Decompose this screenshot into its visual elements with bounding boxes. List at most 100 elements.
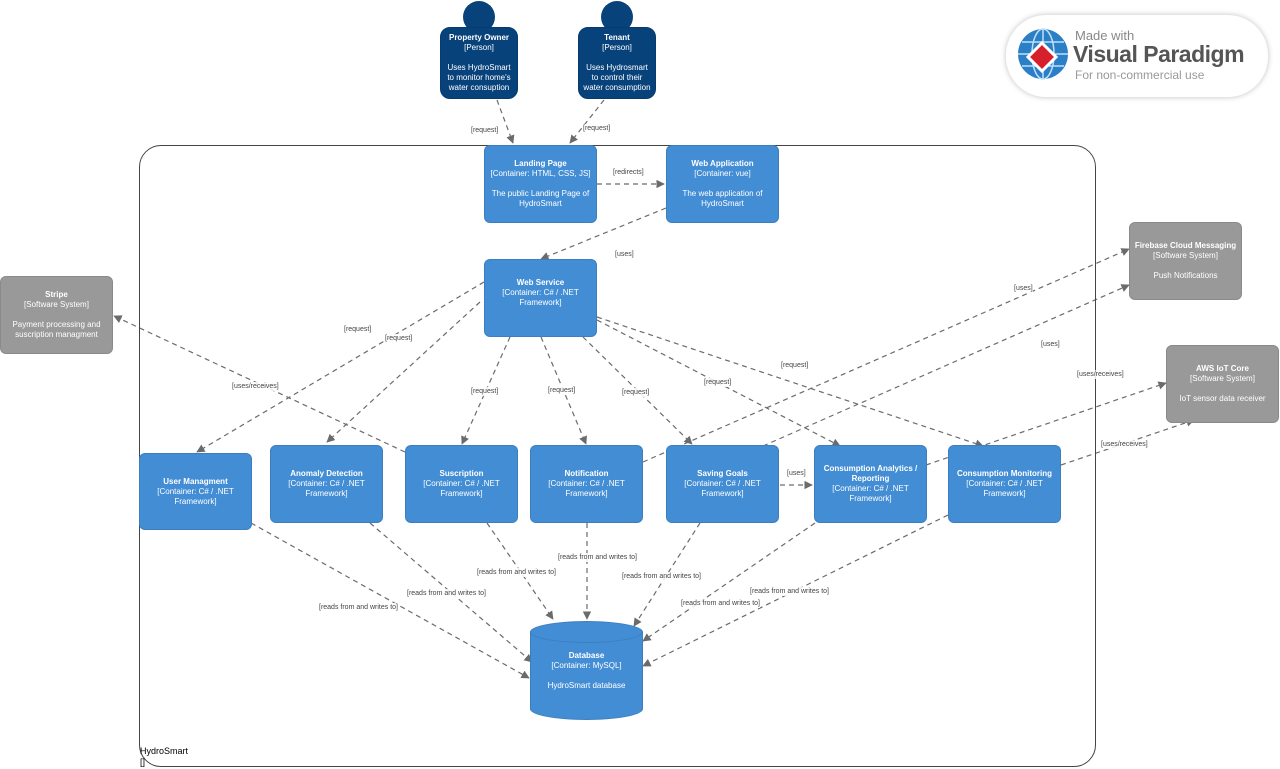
edge-webapp-ws xyxy=(540,207,667,261)
notification-container[interactable]: Notification [Container: C# / .NET Frame… xyxy=(530,445,643,523)
edge-label-monitoring-db: [reads from and writes to] xyxy=(750,587,829,596)
landing-description: The public Landing Page of HydroSmart xyxy=(491,189,590,208)
user-management-container[interactable]: User Managment [Container: C# / .NET Fra… xyxy=(139,453,252,530)
edge-label-ws-user: [request] xyxy=(344,325,372,334)
tenant-person[interactable]: Tenant [Person] Uses Hydrosmart to contr… xyxy=(578,27,656,99)
edge-label-ws-saving: [request] xyxy=(622,388,650,397)
anomaly-stereotype: [Container: C# / .NET Framework] xyxy=(288,479,365,498)
edge-ws-anomaly xyxy=(326,301,481,443)
database-stereotype: [Container: MySQL] xyxy=(551,660,622,670)
analytics-title: Consumption Analytics / Reporting xyxy=(823,464,918,483)
firebase-system[interactable]: Firebase Cloud Messaging [Software Syste… xyxy=(1129,222,1242,300)
database-top xyxy=(530,621,643,643)
notification-title: Notification xyxy=(564,469,609,478)
webapp-title: Web Application xyxy=(691,159,754,168)
web-application-container[interactable]: Web Application [Container: vue] The web… xyxy=(666,145,779,223)
edge-label-analytics-db: [reads from and writes to] xyxy=(681,599,760,608)
edge-monitoring-aws xyxy=(1060,418,1195,466)
subscription-title: Suscription xyxy=(439,469,484,478)
stripe-title: Stripe xyxy=(45,290,68,299)
edge-label-owner-landing: [request] xyxy=(471,126,499,135)
anomaly-detection-container[interactable]: Anomaly Detection [Container: C# / .NET … xyxy=(270,445,383,523)
boundary-title: HydroSmart xyxy=(140,746,189,756)
owner-description: Uses HydroSmart to monitor home's water … xyxy=(447,63,511,92)
user-stereotype: [Container: C# / .NET Framework] xyxy=(157,486,234,506)
edge-label-saving-analytics: [uses] xyxy=(787,469,806,478)
edge-ws-monitoring xyxy=(596,316,984,448)
edge-user-db xyxy=(250,522,530,679)
saving-goals-container[interactable]: Saving Goals [Container: C# / .NET Frame… xyxy=(666,445,779,523)
web-service-container[interactable]: Web Service [Container: C# / .NET Framew… xyxy=(484,259,597,337)
aws-description: IoT sensor data receiver xyxy=(1179,394,1266,403)
edge-analytics-db xyxy=(642,522,816,642)
visual-paradigm-logo-icon xyxy=(1018,28,1068,80)
tenant-stereotype: [Person] xyxy=(602,43,632,52)
edge-label-ws-analytics: [request] xyxy=(704,378,732,387)
tenant-description: Uses Hydrosmart to control their water c… xyxy=(583,63,651,92)
edge-label-ws-subscription: [request] xyxy=(471,387,499,396)
edge-analytics-aws xyxy=(925,381,1167,466)
notification-stereotype: [Container: C# / .NET Framework] xyxy=(548,479,625,498)
watermark-brand: Visual Paradigm xyxy=(1073,41,1245,67)
edge-label-notif-db: [reads from and writes to] xyxy=(558,553,637,562)
webapp-stereotype: [Container: vue] xyxy=(694,169,751,178)
monitoring-stereotype: [Container: C# / .NET Framework] xyxy=(966,479,1043,498)
subscription-container[interactable]: Suscription [Container: C# / .NET Framew… xyxy=(405,445,518,523)
saving-title: Saving Goals xyxy=(697,469,748,478)
stripe-system[interactable]: Stripe [Software System] Payment process… xyxy=(0,276,113,354)
boundary-label: HydroSmart [] xyxy=(140,746,188,768)
edge-label-sub-stripe: [uses/receives] xyxy=(232,382,279,391)
landing-title: Landing Page xyxy=(514,159,567,168)
boundary-marker: [] xyxy=(140,757,146,767)
subscription-stereotype: [Container: C# / .NET Framework] xyxy=(423,479,500,498)
saving-stereotype: [Container: C# / .NET Framework] xyxy=(684,479,761,498)
edge-saving-db xyxy=(633,522,701,627)
aws-stereotype: [Software System] xyxy=(1190,374,1255,383)
edge-label-ws-anomaly: [request] xyxy=(385,334,413,343)
consumption-analytics-container[interactable]: Consumption Analytics / Reporting [Conta… xyxy=(814,445,927,523)
aws-title: AWS IoT Core xyxy=(1196,364,1249,373)
edge-ws-user xyxy=(196,281,485,453)
stripe-description: Payment processing and suscription manag… xyxy=(12,320,101,339)
edge-label-monitoring-aws: [uses/receives] xyxy=(1101,440,1148,449)
webservice-stereotype: [Container: C# / .NET Framework] xyxy=(502,288,579,307)
edge-analytics-firebase xyxy=(762,284,1130,447)
edge-owner-landing xyxy=(496,99,515,144)
anomaly-title: Anomaly Detection xyxy=(290,469,363,478)
edge-label-tenant-landing: [request] xyxy=(583,124,611,133)
firebase-description: Push Notifications xyxy=(1153,271,1218,280)
user-title: User Managment xyxy=(163,476,228,486)
firebase-title: Firebase Cloud Messaging xyxy=(1134,241,1237,250)
aws-iot-system[interactable]: AWS IoT Core [Software System] IoT senso… xyxy=(1166,345,1279,423)
edge-label-landing-webapp: [redirects] xyxy=(613,168,644,177)
edge-label-anomaly-db: [reads from and writes to] xyxy=(407,589,486,598)
consumption-monitoring-container[interactable]: Consumption Monitoring [Container: C# / … xyxy=(948,445,1061,523)
landing-stereotype: [Container: HTML, CSS, JS] xyxy=(490,169,591,178)
edge-label-saving-firebase: [uses] xyxy=(1014,284,1033,293)
edge-monitoring-db xyxy=(642,514,949,667)
edge-tenant-landing xyxy=(569,99,605,144)
edge-label-sub-db: [reads from and writes to] xyxy=(477,568,556,577)
webservice-title: Web Service xyxy=(516,278,565,287)
stripe-stereotype: [Software System] xyxy=(24,300,89,309)
landing-page-container[interactable]: Landing Page [Container: HTML, CSS, JS] … xyxy=(484,145,597,223)
edge-label-saving-db: [reads from and writes to] xyxy=(622,572,701,581)
database-title: Database xyxy=(568,650,605,660)
tenant-title: Tenant xyxy=(604,33,630,42)
edge-label-ws-notification: [request] xyxy=(548,386,576,395)
database-description: HydroSmart database xyxy=(547,680,626,690)
firebase-stereotype: [Software System] xyxy=(1153,251,1218,260)
edge-label-analytics-aws: [uses/receives] xyxy=(1077,370,1124,379)
property-owner-person[interactable]: Property Owner [Person] Uses HydroSmart … xyxy=(440,27,518,99)
edge-saving-firebase xyxy=(642,248,1130,463)
edge-label-user-db: [reads from and writes to] xyxy=(319,603,398,612)
watermark-subtitle: For non-commercial use xyxy=(1075,68,1205,82)
owner-title: Property Owner xyxy=(448,33,509,42)
edge-label-analytics-firebase: [uses] xyxy=(1041,340,1060,349)
edge-label-webapp-ws: [uses] xyxy=(615,250,634,259)
watermark-made-with: Made with xyxy=(1075,28,1135,43)
monitoring-title: Consumption Monitoring xyxy=(956,469,1053,478)
edge-label-ws-monitoring: [request] xyxy=(781,361,809,370)
owner-stereotype: [Person] xyxy=(464,43,494,52)
database-body: Database [Container: MySQL] HydroSmart d… xyxy=(530,632,643,709)
